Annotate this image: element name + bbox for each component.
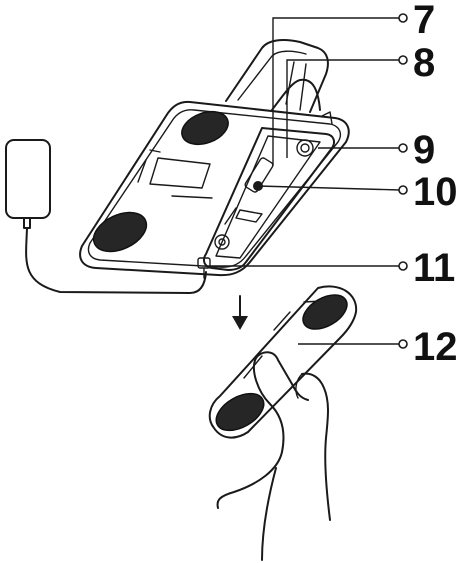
hand-illustration bbox=[216, 351, 331, 561]
down-arrow-icon bbox=[232, 295, 248, 330]
cover-pad bbox=[302, 294, 348, 330]
callout-dots bbox=[398, 13, 408, 349]
callout-9: 9 bbox=[413, 128, 435, 172]
leader-8 bbox=[286, 59, 400, 158]
foot-pad bbox=[92, 211, 148, 253]
callout-labels: 7 8 9 10 11 12 bbox=[413, 0, 458, 369]
foot-pad bbox=[181, 110, 229, 146]
power-adapter-icon bbox=[5, 139, 207, 294]
callout-12: 12 bbox=[413, 325, 458, 369]
leader-lines bbox=[206, 17, 401, 345]
callout-11: 11 bbox=[413, 246, 455, 290]
callout-8: 8 bbox=[413, 41, 435, 85]
leader-10 bbox=[257, 185, 401, 191]
callout-10: 10 bbox=[413, 170, 458, 214]
callout-7: 7 bbox=[413, 0, 435, 42]
battery-cover bbox=[208, 285, 358, 439]
scale-foot-pads bbox=[92, 110, 229, 253]
leader-7 bbox=[272, 17, 400, 166]
cover-pad bbox=[215, 392, 265, 432]
